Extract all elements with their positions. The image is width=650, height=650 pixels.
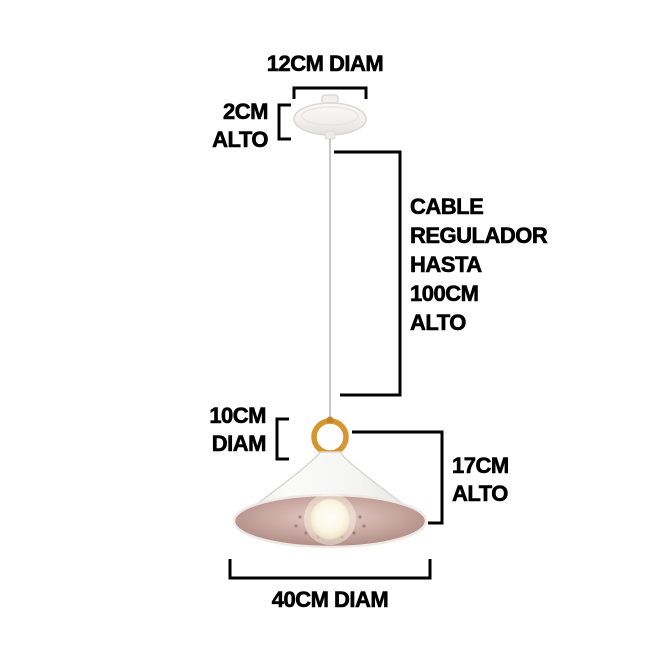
cable-line1: CABLE bbox=[410, 194, 484, 220]
cable-label: CABLE REGULADOR HASTA 100CM ALTO bbox=[410, 192, 570, 337]
canopy-rim bbox=[301, 106, 359, 126]
ring-diameter-label: 10CM DIAM bbox=[180, 402, 267, 458]
cable-line4: 100CM bbox=[410, 281, 480, 307]
ceiling-canopy bbox=[293, 94, 367, 140]
canopy-height-line2: ALTO bbox=[212, 127, 269, 153]
canopy-diameter-label: 12CM DIAM bbox=[266, 51, 384, 77]
dim-line-canopy-diameter bbox=[292, 86, 368, 99]
light-bulb bbox=[304, 493, 356, 545]
shade-rim-highlight bbox=[232, 493, 428, 549]
dim-line-cable-length bbox=[334, 150, 402, 397]
dim-line-shade-diameter bbox=[228, 559, 432, 580]
dim-line-shade-height bbox=[352, 430, 444, 525]
shade-vent-holes bbox=[294, 515, 366, 539]
canopy-height-line1: 2CM bbox=[223, 99, 269, 125]
shade-height-label: 17CM ALTO bbox=[452, 452, 552, 508]
ring-diameter-line1: 10CM bbox=[209, 403, 267, 429]
gold-ring-circle bbox=[311, 418, 349, 456]
cable-line3: HASTA bbox=[410, 252, 483, 278]
cable-line2: REGULADOR bbox=[410, 223, 548, 249]
cable-line5: ALTO bbox=[410, 310, 467, 336]
shade-height-line1: 17CM bbox=[452, 453, 510, 479]
ring-diameter-line2: DIAM bbox=[211, 431, 266, 457]
shade-diameter-label: 40CM DIAM bbox=[271, 587, 389, 613]
shade-height-line2: ALTO bbox=[452, 481, 509, 507]
gold-ring bbox=[311, 416, 349, 456]
dim-line-ring-diameter bbox=[275, 417, 289, 461]
dim-line-canopy-height bbox=[277, 103, 291, 141]
canopy-height-label: 2CM ALTO bbox=[180, 98, 269, 154]
gold-ring-clasp bbox=[326, 416, 334, 424]
canopy-disc bbox=[293, 102, 367, 136]
canopy-nub bbox=[324, 130, 336, 140]
